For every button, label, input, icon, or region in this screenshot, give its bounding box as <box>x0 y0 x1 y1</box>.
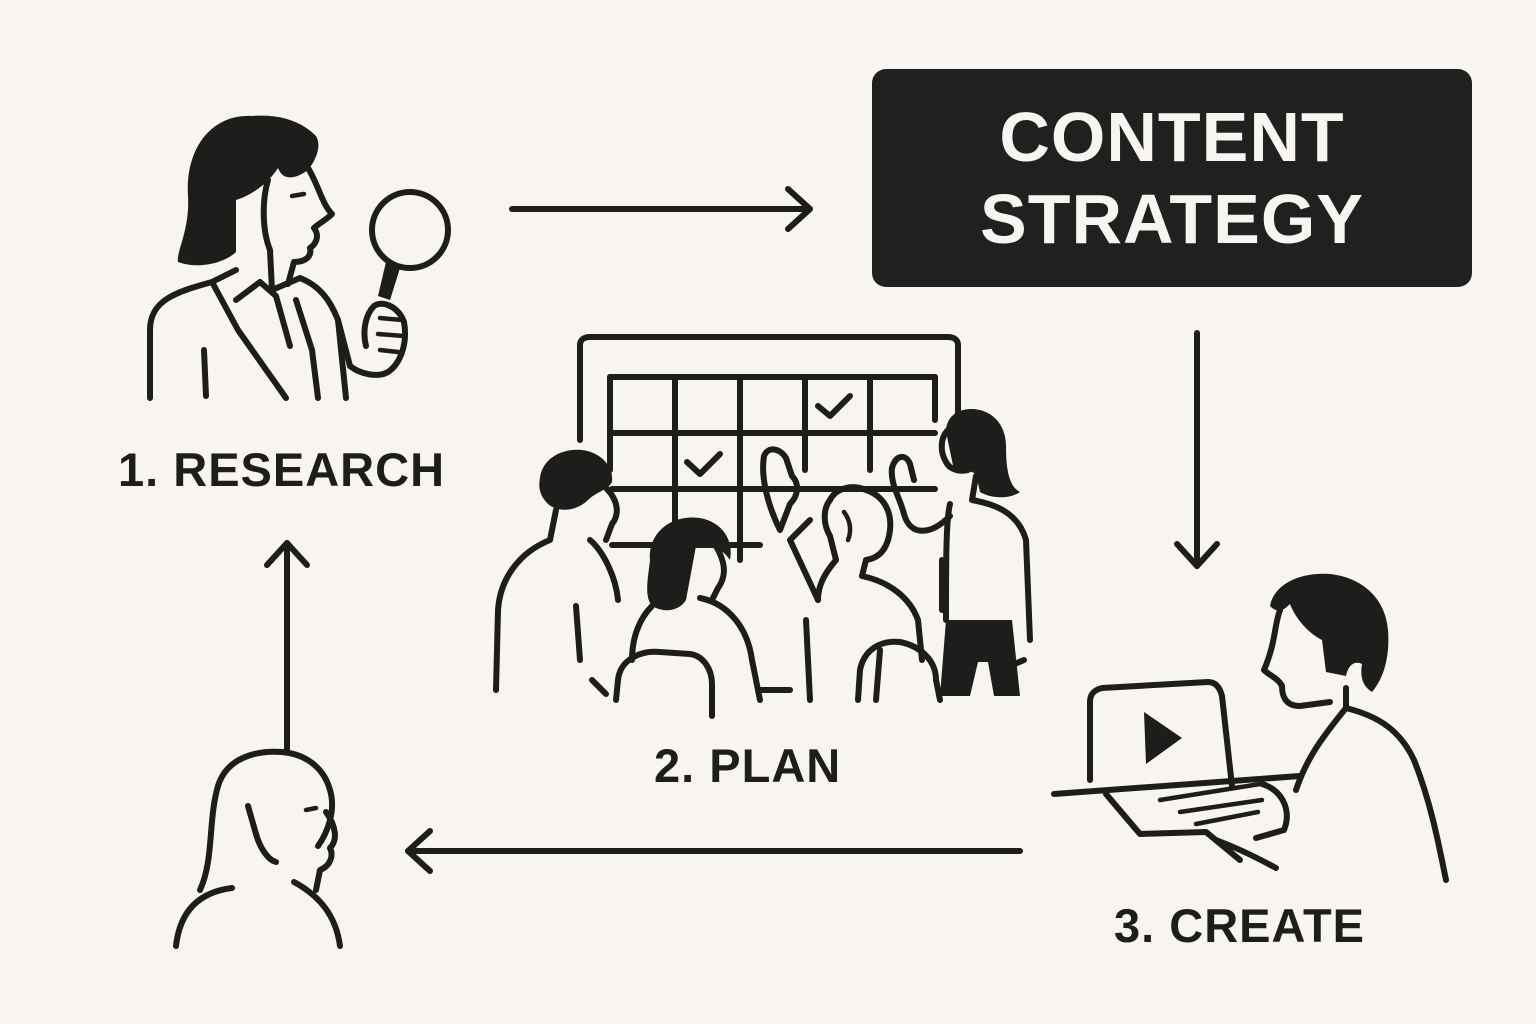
planning-team-illustration <box>493 334 1033 719</box>
title-line-2: STRATEGY <box>980 180 1364 258</box>
checkmark-icon <box>684 451 723 477</box>
strategy-title-box: CONTENT STRATEGY <box>872 69 1472 287</box>
step-label-research: 1. RESEARCH <box>118 443 446 496</box>
arrow-strategy-to-create <box>1174 330 1220 569</box>
creator-illustration <box>1051 573 1449 883</box>
step-label-plan: 2. PLAN <box>654 739 842 792</box>
audience-person-illustration <box>173 748 343 949</box>
title-line-1: CONTENT <box>999 98 1345 176</box>
arrow-research-to-strategy <box>509 186 813 232</box>
step-label-create: 3. CREATE <box>1114 899 1365 952</box>
arrow-create-to-audience <box>405 828 1023 874</box>
arrow-audience-to-research <box>264 540 310 755</box>
play-icon <box>1144 712 1182 764</box>
checkmark-icon <box>815 393 853 419</box>
calendar-grid <box>607 374 938 563</box>
researcher-illustration <box>147 115 451 401</box>
